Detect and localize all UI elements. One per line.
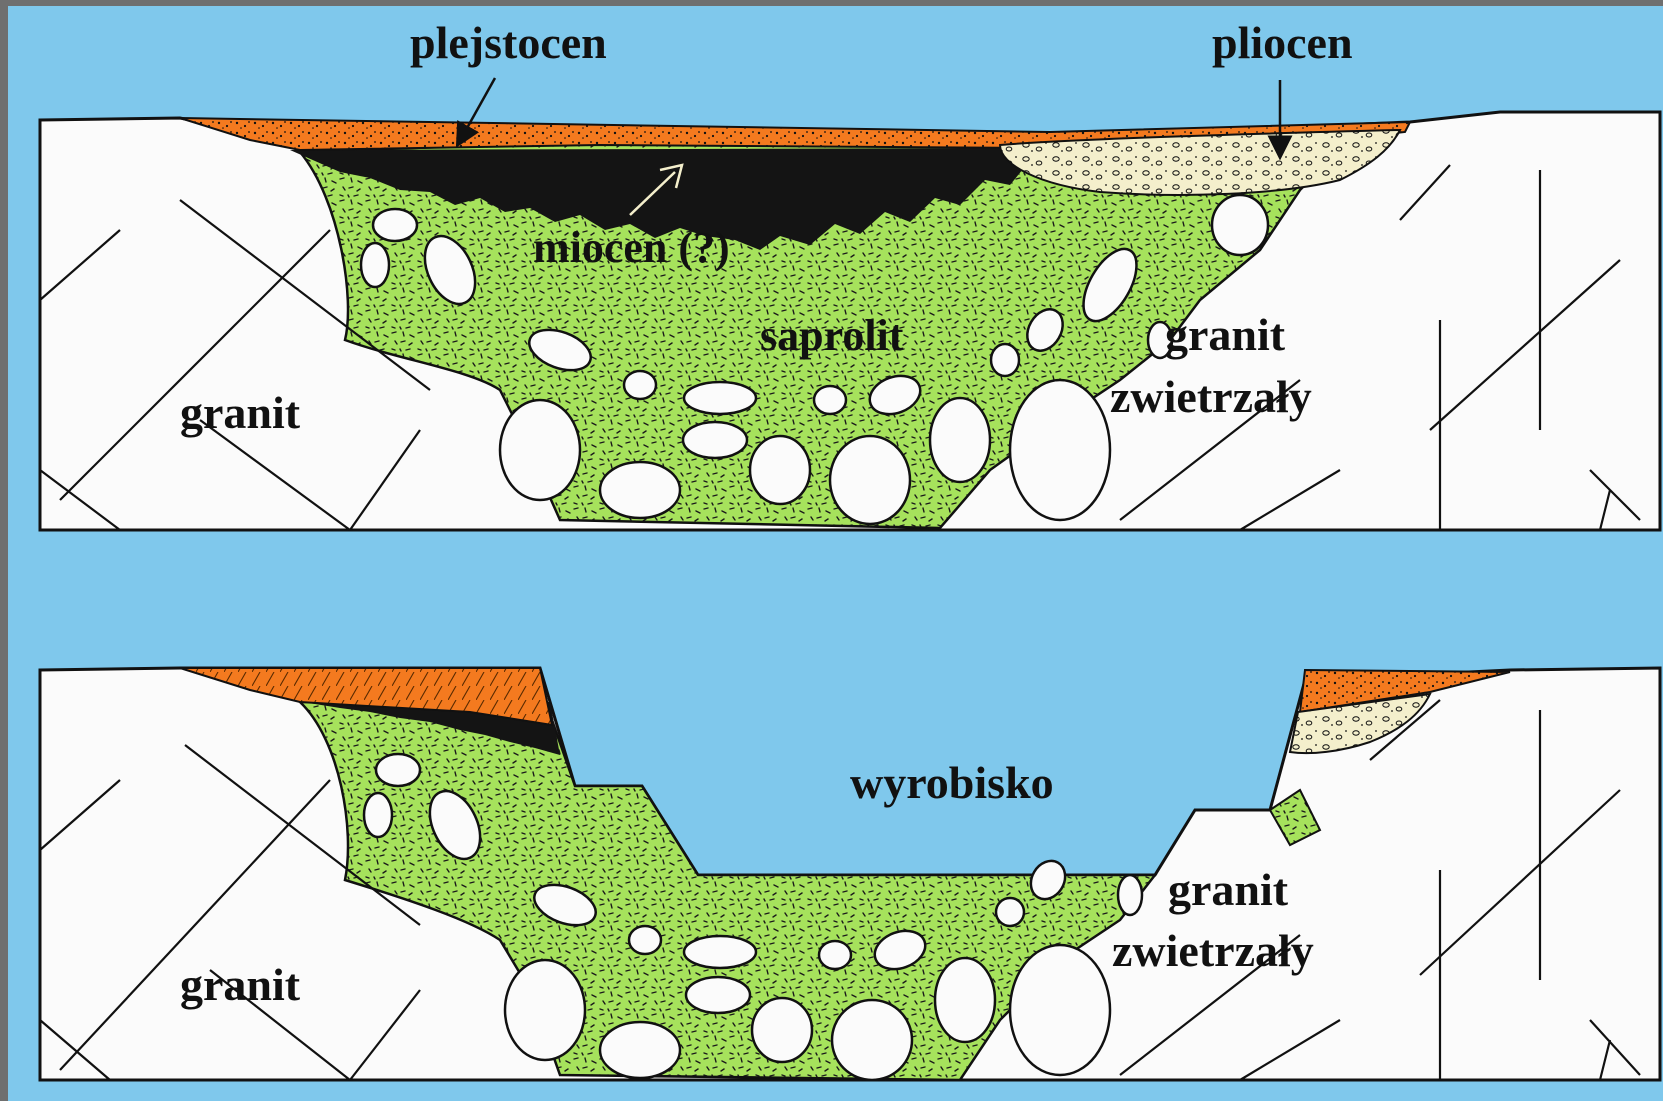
label-pit-bottom: wyrobisko bbox=[850, 757, 1054, 808]
label-miocene-top: miocen (?) bbox=[533, 223, 730, 272]
label-saprolite-top: saprolit bbox=[760, 311, 904, 360]
label-weathered-granite-bottom-line1: granit bbox=[1168, 864, 1289, 915]
label-weathered-granite-top-line1: granit bbox=[1165, 309, 1286, 360]
label-granite-bottom: granit bbox=[180, 959, 301, 1010]
label-pliocene-top: pliocen bbox=[1212, 17, 1353, 68]
label-pleistocene-top: plejstocen bbox=[410, 17, 607, 68]
label-weathered-granite-top-line2: zwietrzały bbox=[1110, 371, 1312, 422]
label-granite-top: granit bbox=[180, 387, 301, 438]
label-weathered-granite-bottom-line2: zwietrzały bbox=[1112, 925, 1314, 976]
